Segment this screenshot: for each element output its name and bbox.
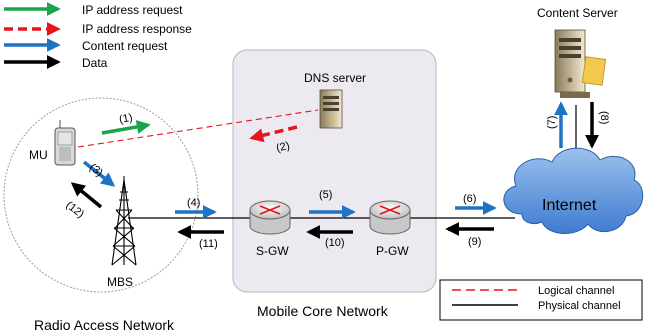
legend-ip-request: IP address request xyxy=(82,3,183,17)
arrow-step-3 xyxy=(82,160,116,187)
dns-server-icon xyxy=(319,89,343,129)
arrow-step-2 xyxy=(249,125,298,143)
mobile-unit-icon xyxy=(54,120,76,166)
step-label-8: (8) xyxy=(598,111,610,124)
mbs-label: MBS xyxy=(107,275,133,289)
step-label-7: (7) xyxy=(546,116,558,129)
radio-access-region xyxy=(3,97,199,293)
step-arrows xyxy=(70,101,599,239)
legend-logical-channel: Logical channel xyxy=(538,285,614,297)
legend-content-request: Content request xyxy=(82,39,168,53)
content-server-label: Content Server xyxy=(537,6,618,20)
step-label-2: (2) xyxy=(275,140,291,155)
internet-label: Internet xyxy=(542,197,597,214)
pgw-label: P-GW xyxy=(376,244,409,258)
step-label-10: (10) xyxy=(325,237,345,249)
legend-data: Data xyxy=(82,56,108,70)
sgw-router-icon xyxy=(249,200,291,235)
arrow-step-12 xyxy=(70,182,103,209)
step-label-5: (5) xyxy=(319,189,332,201)
legend-physical-channel: Physical channel xyxy=(538,300,621,312)
arrow-step-1 xyxy=(101,120,151,135)
step-label-4: (4) xyxy=(187,197,200,209)
content-server-icon xyxy=(554,29,607,98)
pgw-router-icon xyxy=(369,200,411,235)
internet-cloud-icon xyxy=(503,147,644,234)
step-label-1: (1) xyxy=(118,112,133,126)
mobile-core-network-label: Mobile Core Network xyxy=(257,303,389,319)
logical-link-mu-dns xyxy=(77,109,319,148)
step-label-6: (6) xyxy=(463,193,476,205)
sgw-label: S-GW xyxy=(256,244,289,258)
legend-top: IP address request IP address response C… xyxy=(4,2,192,70)
legend-bottom: Logical channel Physical channel xyxy=(439,279,643,321)
step-label-9: (9) xyxy=(468,236,481,248)
base-station-tower-icon xyxy=(111,176,137,266)
dns-server-label: DNS server xyxy=(304,71,366,85)
radio-access-network-label: Radio Access Network xyxy=(34,317,175,333)
step-label-11: (11) xyxy=(199,238,218,250)
legend-ip-response: IP address response xyxy=(82,22,192,36)
mu-label: MU xyxy=(29,148,48,162)
physical-links xyxy=(128,105,577,219)
